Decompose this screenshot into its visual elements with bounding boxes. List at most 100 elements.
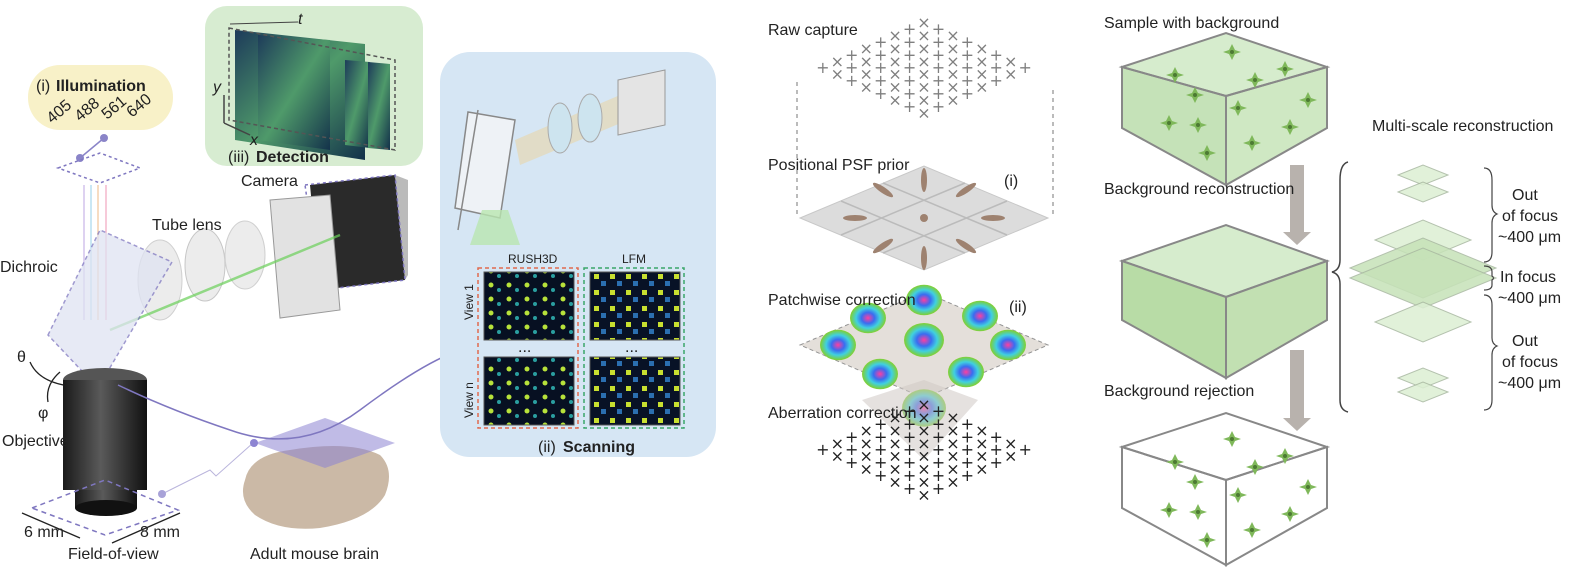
- psf-teardrop: [921, 246, 927, 270]
- cross-mark: +: [932, 19, 945, 38]
- cross-mark: ×: [831, 65, 844, 84]
- cross-mark: ×: [859, 52, 872, 71]
- cross-mark: ×: [888, 65, 901, 84]
- cross-mark: ×: [831, 434, 844, 453]
- scanning-title: Scanning: [563, 439, 635, 456]
- cross-mark: +: [1018, 58, 1031, 77]
- cross-mark: +: [874, 414, 887, 433]
- multiscale-brace: [1331, 161, 1349, 413]
- lfm-view1-image: [589, 271, 681, 341]
- cross-mark: ×: [975, 39, 988, 58]
- process-arrow: [1290, 350, 1304, 420]
- cross-mark: ×: [917, 473, 930, 492]
- cross-mark: +: [874, 427, 887, 446]
- phi-label: φ: [38, 405, 48, 422]
- raw-capture-label-1: Raw capture: [768, 22, 858, 39]
- cross-mark: ×: [946, 26, 959, 45]
- psf-teardrop: [872, 238, 894, 254]
- neuron-nucleus: [1193, 480, 1197, 484]
- neuron-nucleus: [1230, 437, 1234, 441]
- illumination-prefix: (i): [36, 78, 50, 95]
- detection-frame: [345, 60, 370, 148]
- cross-mark: +: [932, 71, 945, 90]
- cross-mark: +: [874, 84, 887, 103]
- cross-mark: ×: [917, 421, 930, 440]
- cross-mark: ×: [1004, 447, 1017, 466]
- aberration-layer: [862, 380, 978, 460]
- reconstruction-plane: [1348, 247, 1498, 309]
- neuron-nucleus: [1306, 485, 1310, 489]
- detection-title: Detection: [256, 149, 329, 166]
- cross-mark: +: [816, 440, 829, 459]
- cross-mark: ×: [975, 65, 988, 84]
- cross-mark: +: [961, 71, 974, 90]
- reconstruction-plane: [1396, 381, 1450, 403]
- scanning-prefix: (ii): [538, 439, 556, 456]
- sample-label: Sample with background: [1104, 15, 1279, 32]
- range-brace: [1483, 167, 1499, 263]
- cross-mark: ×: [946, 447, 959, 466]
- cross-mark: ×: [859, 65, 872, 84]
- sample-box: [1118, 31, 1331, 187]
- rejected-box: [1118, 411, 1331, 567]
- cross-mark: +: [990, 71, 1003, 90]
- lfm-group: [583, 267, 685, 429]
- neuron-nucleus: [1253, 78, 1257, 82]
- view1-row-label: View 1: [462, 284, 476, 320]
- psf-marker: (i): [1004, 173, 1018, 190]
- brain-label: Adult mouse brain: [250, 546, 379, 563]
- fov-width-label: 6 mm: [24, 524, 64, 541]
- connector-dot: [158, 490, 166, 498]
- cross-mark: ×: [975, 447, 988, 466]
- cross-mark: ×: [917, 395, 930, 414]
- illumination-panel: (i) Illumination 405 488 561 640: [28, 65, 173, 130]
- cross-mark: +: [961, 45, 974, 64]
- patchwise-label: Patchwise correction: [768, 292, 916, 309]
- rush3d-view1-image: [483, 271, 575, 341]
- scanning-panel: RUSH3D LFM ... ... View 1 View n (ii) Sc…: [440, 52, 716, 457]
- objective-lens: [63, 368, 147, 516]
- wavefront-surface: [906, 284, 942, 316]
- scan-beam-cone: [470, 210, 520, 245]
- cross-mark: ×: [946, 460, 959, 479]
- wavefront-surface: [850, 302, 886, 334]
- cross-mark: ×: [975, 52, 988, 71]
- tube-lens-label: Tube lens: [152, 217, 222, 234]
- cross-mark: ×: [917, 13, 930, 32]
- cross-mark: ×: [917, 460, 930, 479]
- cross-mark: +: [961, 427, 974, 446]
- cross-mark: +: [903, 45, 916, 64]
- corrected-capture-layer: ×+×+×+×++×+×+×+××+×+×+×++×+×+×+××+×+×+×+…: [816, 395, 1032, 504]
- rush3d-group: [477, 267, 579, 429]
- neuron-nucleus: [1173, 460, 1177, 464]
- cross-mark: +: [932, 84, 945, 103]
- t-axis-label: t: [298, 11, 303, 28]
- cross-mark: ×: [917, 103, 930, 122]
- neuron-nucleus: [1236, 493, 1240, 497]
- cross-mark: +: [990, 453, 1003, 472]
- cross-mark: +: [932, 479, 945, 498]
- scan-lens: [547, 102, 573, 154]
- cross-mark: ×: [888, 434, 901, 453]
- cross-mark: +: [903, 479, 916, 498]
- objective-label: Objective: [2, 433, 69, 450]
- cross-mark: ×: [1004, 65, 1017, 84]
- cross-mark: ×: [888, 473, 901, 492]
- cross-mark: +: [932, 427, 945, 446]
- fov-label: Field-of-view: [68, 546, 159, 563]
- psf-teardrop: [981, 215, 1005, 221]
- range-brace: [1483, 265, 1495, 291]
- cross-mark: +: [874, 58, 887, 77]
- cross-mark: +: [990, 58, 1003, 77]
- detection-panel: t y x (iii) Detection: [205, 6, 423, 166]
- cross-mark: ×: [859, 447, 872, 466]
- neuron-nucleus: [1236, 106, 1240, 110]
- cross-mark: ×: [917, 39, 930, 58]
- wavefront-surface: [862, 358, 898, 390]
- process-arrow-head: [1283, 232, 1311, 245]
- cross-mark: +: [874, 466, 887, 485]
- psf-teardrop: [955, 182, 977, 198]
- neuron-nucleus: [1196, 510, 1200, 514]
- cross-mark: ×: [946, 39, 959, 58]
